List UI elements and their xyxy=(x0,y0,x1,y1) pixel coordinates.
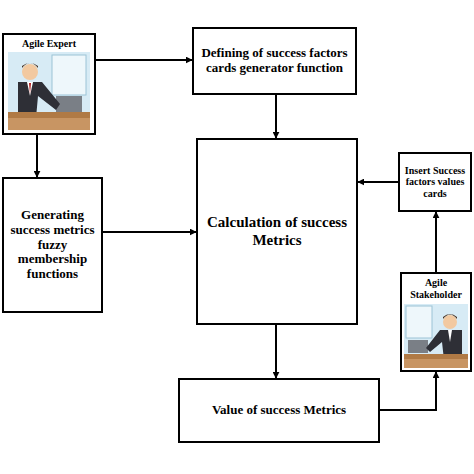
node-label: Agile Stakeholder xyxy=(405,277,467,300)
node-label: Defining of success factors cards genera… xyxy=(197,46,352,76)
flow-arrow xyxy=(275,325,277,378)
process-box: Calculation of success Metrics xyxy=(196,138,358,325)
node-label: Value of success Metrics xyxy=(212,403,346,418)
process-box: Value of success Metrics xyxy=(178,378,380,443)
flow-arrow xyxy=(96,59,192,61)
node-label: Insert Success factors values cards xyxy=(403,165,467,200)
flow-arrow xyxy=(275,95,277,138)
flow-arrow xyxy=(380,372,436,410)
process-box: Insert Success factors values cards xyxy=(398,152,472,212)
node-label: Agile Expert xyxy=(22,38,76,50)
actor-box: Agile Expert xyxy=(2,33,96,135)
process-box: Defining of success factors cards genera… xyxy=(192,27,357,95)
process-box: Generating success metrics fuzzy members… xyxy=(2,177,103,313)
node-label: Generating success metrics fuzzy members… xyxy=(7,208,98,283)
flow-arrow xyxy=(358,181,398,183)
flow-arrow xyxy=(435,212,437,272)
flow-arrow xyxy=(103,231,196,233)
flow-arrow xyxy=(36,135,38,177)
node-label: Calculation of success Metrics xyxy=(201,214,353,249)
actor-box: Agile Stakeholder xyxy=(400,272,472,372)
